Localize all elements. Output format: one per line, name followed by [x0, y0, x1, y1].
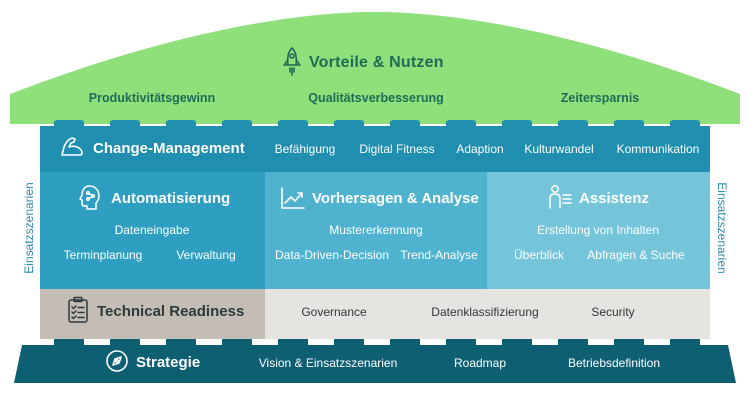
automatisierung-item-terminplanung: Terminplanung — [63, 248, 143, 262]
assistenz-item-ueberblick: Überblick — [513, 248, 565, 262]
technical-item-security: Security — [591, 305, 635, 319]
assistenz-item-erstellung: Erstellung von Inhalten — [536, 223, 660, 237]
roof — [10, 12, 740, 124]
vorhersagen-item-trend-analyse: Trend-Analyse — [400, 248, 478, 262]
roof-title: Vorteile & Nutzen — [309, 54, 444, 71]
flexed-arm-icon — [61, 137, 83, 156]
technical-item-governance: Governance — [301, 305, 367, 319]
technical-item-datenklassifizierung: Datenklassifizierung — [431, 305, 539, 319]
pillars — [40, 170, 710, 289]
vorhersagen-item-mustererkennung: Mustererkennung — [329, 223, 423, 237]
change-item-kommunikation: Kommunikation — [616, 142, 700, 156]
technical-readiness-title: Technical Readiness — [97, 303, 245, 320]
rocket-icon — [283, 47, 301, 76]
change-item-kulturwandel: Kulturwandel — [524, 142, 594, 156]
change-item-adaption: Adaption — [456, 142, 504, 156]
assistenz-item-abfragen-suche: Abfragen & Suche — [587, 248, 685, 262]
vorhersagen-title: Vorhersagen & Analyse — [312, 190, 479, 207]
side-label-left: Einsatzszenarien — [22, 182, 36, 274]
brain-head-icon — [79, 185, 100, 210]
strategie-title: Strategie — [136, 354, 201, 371]
roof-item-qualitaet: Qualitätsverbesserung — [308, 91, 444, 105]
automatisierung-item-verwaltung: Verwaltung — [176, 248, 236, 262]
change-item-digital-fitness: Digital Fitness — [359, 142, 435, 156]
strategie-item-vision: Vision & Einsatzszenarien — [258, 356, 398, 370]
automatisierung-item-dateneingabe: Dateneingabe — [114, 223, 190, 237]
assistenz-title: Assistenz — [579, 190, 650, 207]
trend-chart-icon — [281, 187, 305, 209]
strategie-item-roadmap: Roadmap — [453, 356, 507, 370]
compass-icon — [106, 350, 128, 372]
roof-item-zeitersparnis: Zeitersparnis — [560, 91, 640, 105]
roof-item-produktivitaet: Produktivitätsgewinn — [88, 91, 216, 105]
automatisierung-title: Automatisierung — [111, 190, 231, 207]
side-label-right: Einsatzszenarien — [715, 182, 729, 274]
strategie-item-betriebsdefinition: Betriebsdefinition — [567, 356, 661, 370]
checklist-icon — [68, 296, 88, 323]
change-item-befaehigung: Befähigung — [274, 142, 336, 156]
person-list-icon — [549, 185, 572, 209]
change-management-band — [40, 120, 710, 172]
change-management-title: Change-Management — [93, 140, 245, 157]
vorhersagen-item-data-driven-decision: Data-Driven-Decision — [274, 248, 390, 262]
